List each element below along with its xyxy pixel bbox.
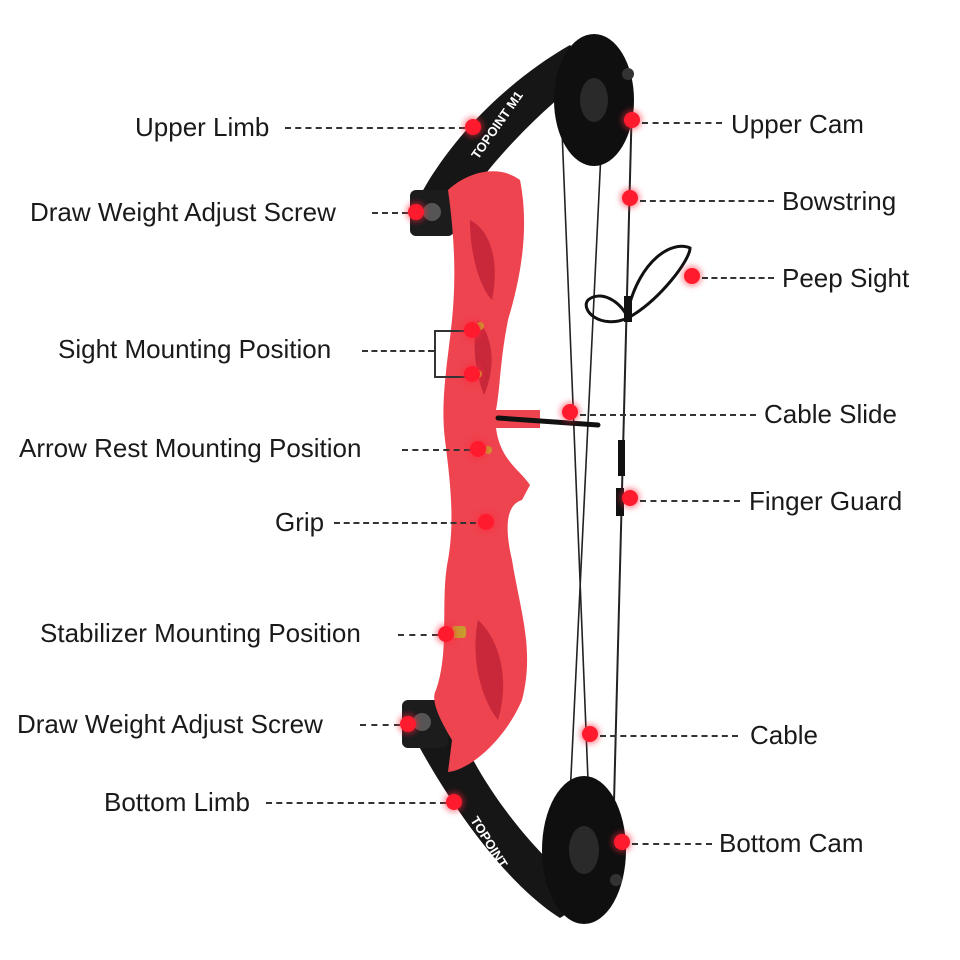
leader-peep-sight xyxy=(702,277,774,279)
peep-sight-loop xyxy=(584,244,692,324)
label-sight-mounting-position: Sight Mounting Position xyxy=(58,334,332,364)
marker-cable xyxy=(582,726,598,742)
riser-shape xyxy=(434,171,540,773)
upper-cam xyxy=(554,34,634,166)
leader-finger-guard xyxy=(640,500,740,502)
leader-cable-slide xyxy=(580,414,756,416)
upper-cam-axle xyxy=(622,68,634,80)
riser-cutout-lower xyxy=(475,620,504,720)
marker-draw-weight-adjust-screw-top xyxy=(408,204,424,220)
marker-sight-mounting-top xyxy=(464,322,480,338)
marker-stabilizer-mounting-position xyxy=(438,626,454,642)
leader-bottom-cam xyxy=(632,843,712,845)
marker-upper-limb xyxy=(465,119,481,135)
arrow-rest-bushing xyxy=(484,446,492,454)
marker-bottom-cam xyxy=(614,834,630,850)
label-draw-weight-adjust-screw-bottom: Draw Weight Adjust Screw xyxy=(17,709,323,739)
label-draw-weight-adjust-screw-top: Draw Weight Adjust Screw xyxy=(30,197,336,227)
marker-upper-cam xyxy=(624,112,640,128)
marker-draw-weight-adjust-screw-bottom xyxy=(400,716,416,732)
marker-peep-sight xyxy=(684,268,700,284)
finger-guard-lower xyxy=(616,488,624,516)
leader-arrow-rest-mounting-position xyxy=(402,449,470,451)
strings xyxy=(559,79,633,881)
leader-sight-mounting-position xyxy=(362,350,434,352)
label-cable: Cable xyxy=(750,720,818,750)
label-cable-slide: Cable Slide xyxy=(764,399,897,429)
leader-cable xyxy=(600,735,738,737)
cable-line-a xyxy=(559,79,593,881)
leader-draw-weight-adjust-screw-top xyxy=(372,212,408,214)
marker-bowstring xyxy=(622,190,638,206)
label-grip: Grip xyxy=(275,507,325,537)
marker-bottom-limb xyxy=(446,794,462,810)
cable-line-b xyxy=(565,89,605,881)
finger-guard-upper xyxy=(618,440,625,476)
label-upper-cam: Upper Cam xyxy=(731,109,864,139)
bottom-cam xyxy=(542,776,626,924)
label-bowstring: Bowstring xyxy=(782,186,897,216)
bottom-cam-hub xyxy=(569,826,599,874)
leader-grip xyxy=(334,522,476,524)
label-finger-guard: Finger Guard xyxy=(749,486,903,516)
upper-adjust-screw xyxy=(423,203,441,221)
marker-grip xyxy=(478,514,494,530)
label-peep-sight: Peep Sight xyxy=(782,263,910,293)
riser-cutout-upper xyxy=(470,220,495,300)
label-bottom-cam: Bottom Cam xyxy=(719,828,864,858)
leader-stabilizer-mounting-position xyxy=(398,634,438,636)
sight-mounting-bracket xyxy=(434,330,468,378)
marker-arrow-rest-mounting-position xyxy=(470,441,486,457)
marker-sight-mounting-bottom xyxy=(464,366,480,382)
label-bottom-limb: Bottom Limb xyxy=(104,787,250,817)
leader-upper-cam xyxy=(642,122,722,124)
label-arrow-rest-mounting-position: Arrow Rest Mounting Position xyxy=(19,433,362,463)
marker-finger-guard xyxy=(622,490,638,506)
upper-cam-hub xyxy=(580,78,608,122)
leader-bowstring xyxy=(640,200,774,202)
stabilizer-bushing xyxy=(452,626,466,638)
bottom-cam-axle xyxy=(610,874,622,886)
peep-sight-body xyxy=(624,296,632,322)
leader-draw-weight-adjust-screw-bottom xyxy=(360,724,400,726)
leader-bottom-limb xyxy=(266,802,446,804)
cable-slide-rod xyxy=(495,415,601,428)
leader-upper-limb xyxy=(285,127,465,129)
label-upper-limb: Upper Limb xyxy=(135,112,270,142)
marker-cable-slide xyxy=(562,404,578,420)
label-stabilizer-mounting-position: Stabilizer Mounting Position xyxy=(40,618,361,648)
lower-adjust-screw xyxy=(413,713,431,731)
